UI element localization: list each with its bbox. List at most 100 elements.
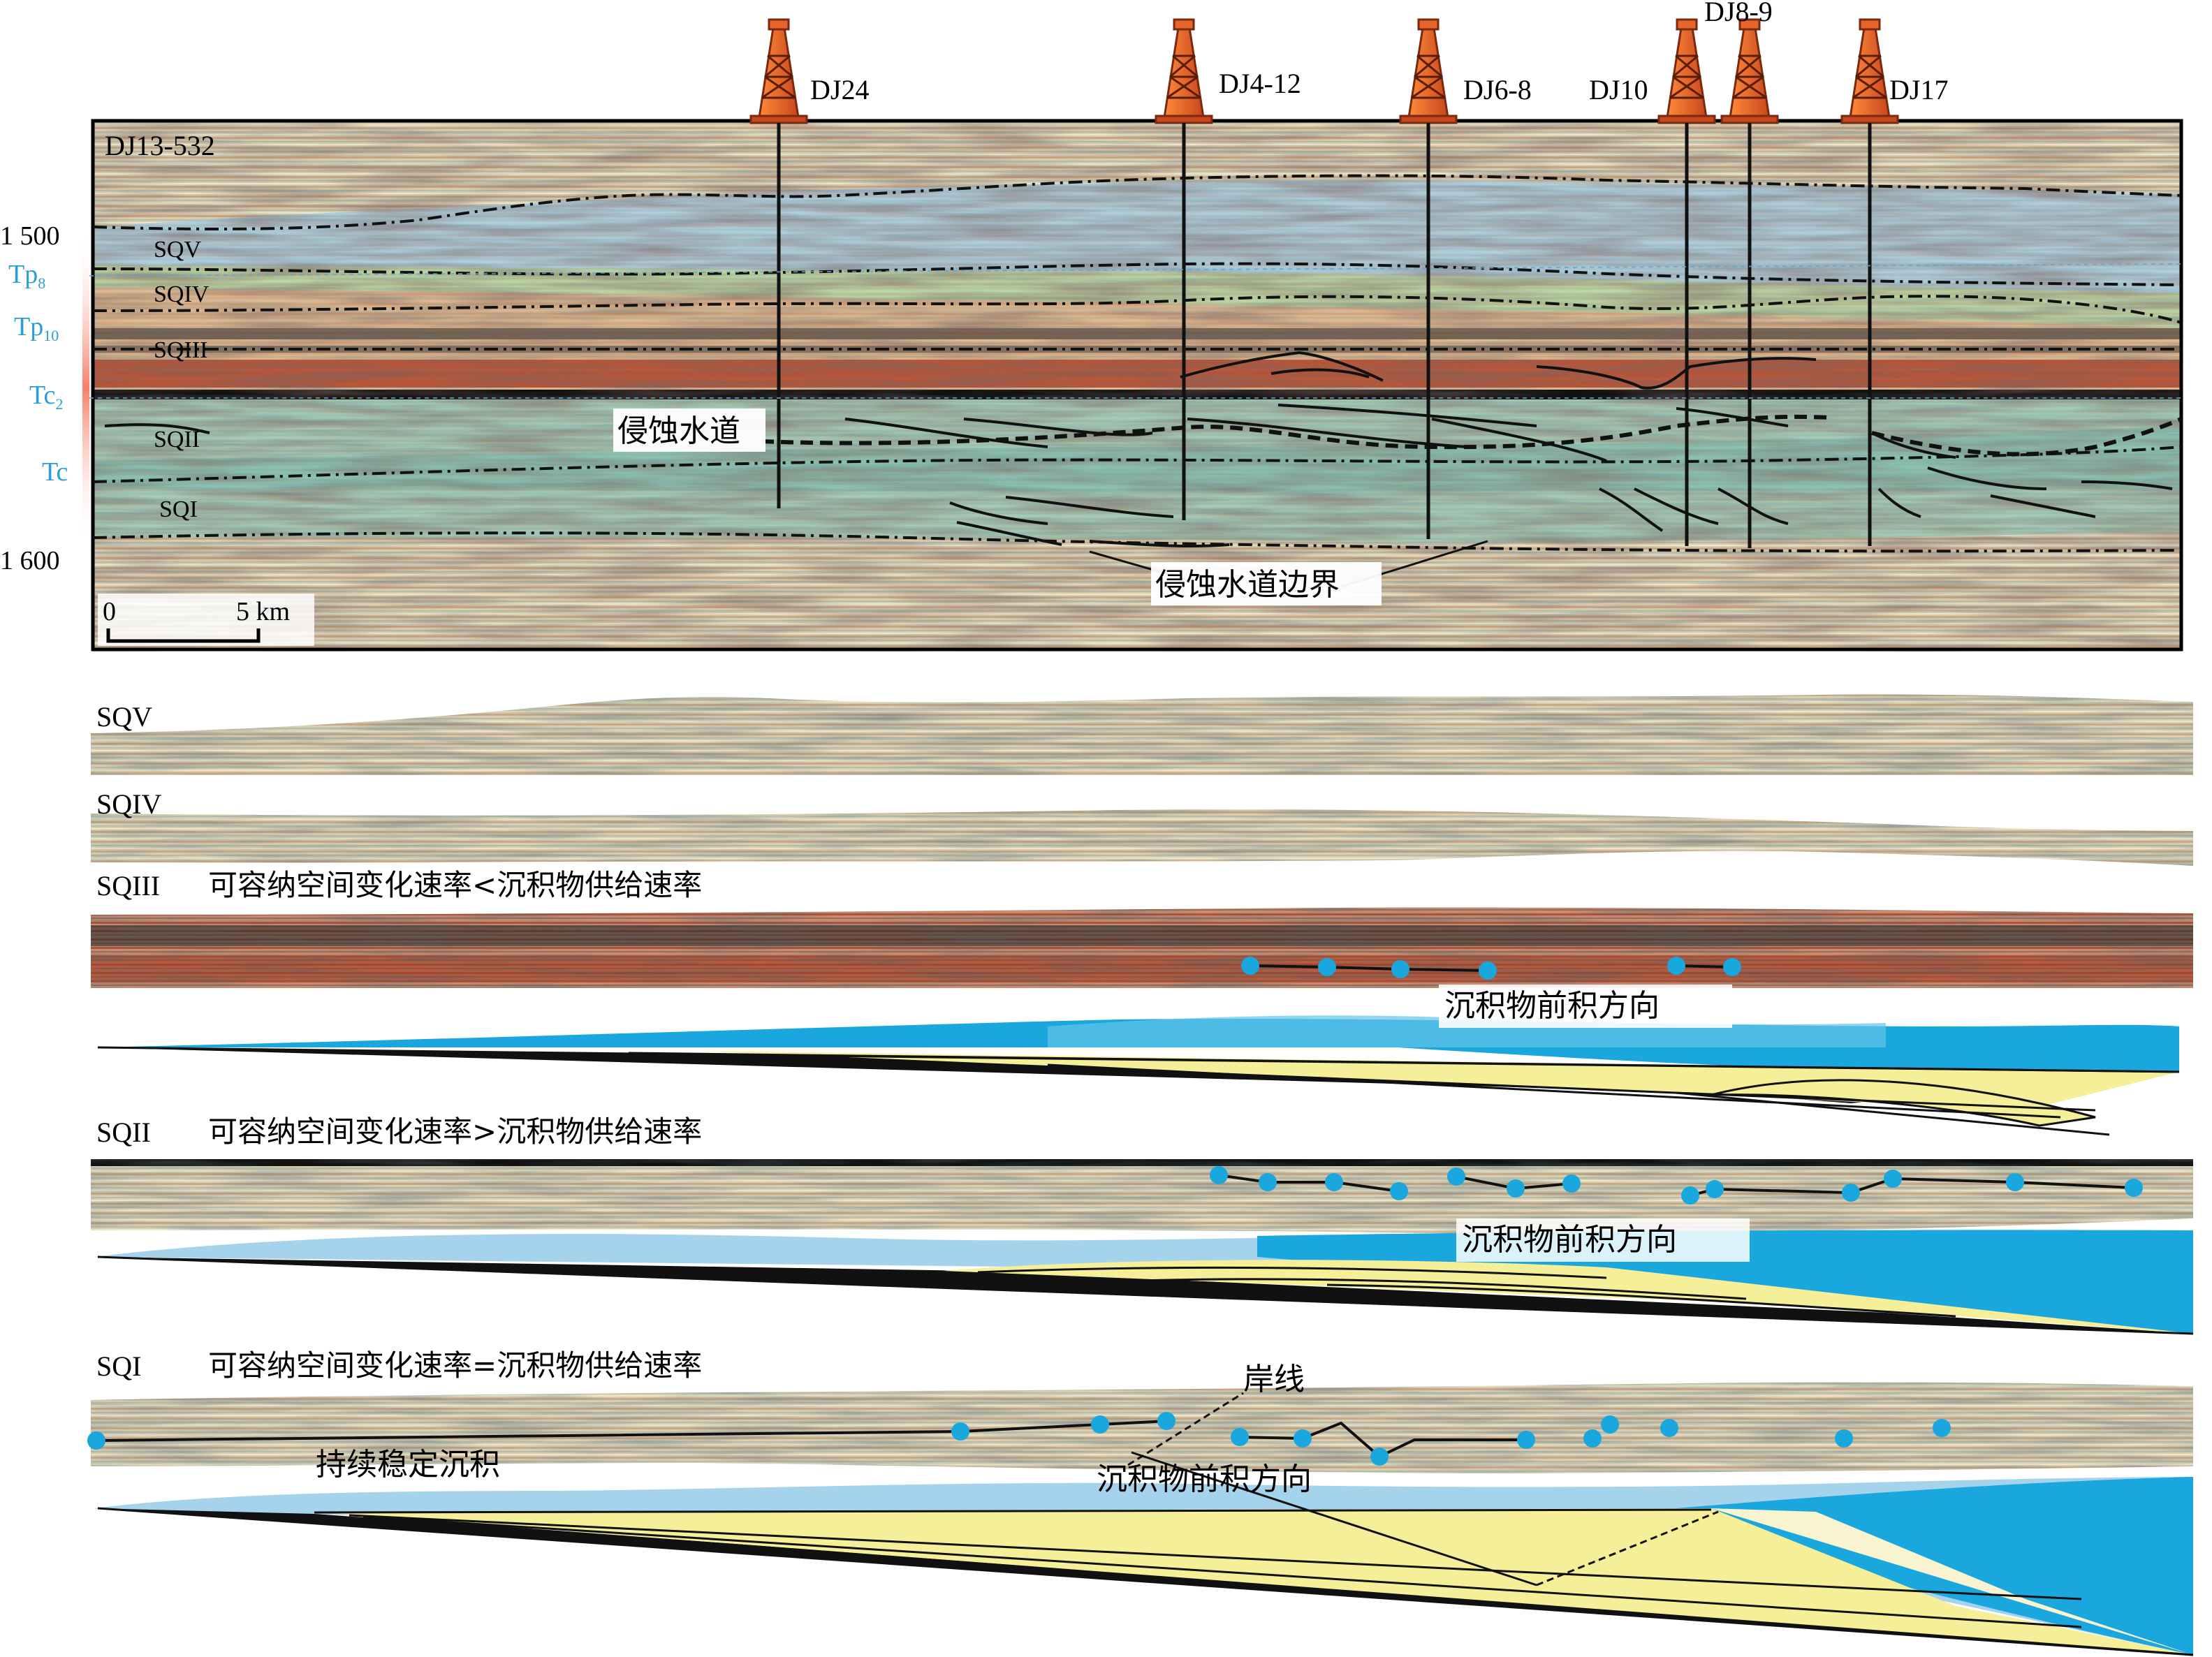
trajectory-point bbox=[1507, 1179, 1525, 1198]
trajectory-point bbox=[951, 1422, 969, 1441]
well-dj10: DJ10 bbox=[1589, 18, 1716, 546]
well-label: DJ17 bbox=[1889, 74, 1948, 105]
trajectory-point bbox=[1884, 1170, 1902, 1188]
horizon-label-tc: Tc bbox=[42, 457, 68, 487]
well-label: DJ24 bbox=[810, 74, 869, 105]
trajectory-point bbox=[1933, 1419, 1951, 1437]
strip-label-sqiii: SQIII bbox=[96, 870, 160, 901]
strip-label-sqi: SQI bbox=[96, 1350, 141, 1382]
well-dj24: DJ24 bbox=[749, 18, 869, 508]
trajectory-point bbox=[1583, 1429, 1602, 1448]
seq-label-sqiii: SQIII bbox=[154, 337, 207, 363]
trajectory-point bbox=[1706, 1180, 1724, 1198]
horizon-label-tc2: Tc2 bbox=[29, 381, 63, 413]
trajectory-point bbox=[1231, 1428, 1249, 1446]
strip-sqiii: SQIII 可容纳空间变化速率<沉积物供给速率 bbox=[91, 868, 2193, 988]
trajectory-point bbox=[1667, 957, 1685, 975]
strip-label-sqii: SQII bbox=[96, 1117, 151, 1148]
strip-sqiv: SQIV bbox=[91, 788, 2193, 866]
trajectory-point bbox=[1391, 960, 1409, 978]
trajectory-line bbox=[1676, 964, 1733, 969]
channel-dashed-line bbox=[761, 414, 2183, 457]
shoreline-label: 岸线 bbox=[1243, 1362, 1305, 1397]
trajectory-line bbox=[1218, 1174, 1400, 1193]
well-label: DJ4-12 bbox=[1219, 68, 1301, 99]
trajectory-point bbox=[1318, 958, 1336, 976]
trajectory-point bbox=[1294, 1429, 1312, 1448]
well-label: DJ6-8 bbox=[1463, 74, 1532, 105]
trajectory-point bbox=[1157, 1412, 1175, 1430]
section-id: DJ13-532 bbox=[105, 130, 215, 161]
wedge-sqii: 沉积物前积方向 bbox=[94, 1218, 2194, 1335]
rig-icon bbox=[1849, 27, 1891, 119]
trajectory-point bbox=[1660, 1419, 1678, 1437]
trajectory-point bbox=[1842, 1184, 1860, 1202]
section-labels: DJ13-532 SQV SQIV SQIII SQII SQI 侵蚀水道 侵蚀… bbox=[98, 130, 1382, 646]
strip-sqi: SQI 可容纳空间变化速率=沉积物供给速率 bbox=[91, 1348, 2193, 1473]
trajectory-point bbox=[1325, 1173, 1343, 1191]
caption-sqiii: 可容纳空间变化速率<沉积物供给速率 bbox=[208, 868, 702, 902]
scale-km: 5 km bbox=[236, 597, 290, 626]
trajectory-line bbox=[1239, 1421, 1526, 1459]
seq-label-sqi: SQI bbox=[159, 496, 198, 522]
rig-icon bbox=[1407, 27, 1449, 119]
caption-sqi: 可容纳空间变化速率=沉积物供给速率 bbox=[208, 1348, 702, 1383]
wedge-sqiii: 沉积物前积方向 bbox=[94, 985, 2180, 1136]
scale-bar bbox=[106, 628, 261, 643]
well-dj8-9: DJ8-9 bbox=[1704, 0, 1779, 548]
direction-label-sqi: 沉积物前积方向 bbox=[1097, 1461, 1312, 1497]
strip-label-sqv: SQV bbox=[96, 701, 152, 732]
caption-sqii: 可容纳空间变化速率>沉积物供给速率 bbox=[208, 1114, 702, 1149]
depth-label-1600: 1 600 bbox=[0, 546, 60, 575]
trajectory-point bbox=[1091, 1415, 1109, 1434]
trajectory-point bbox=[1210, 1166, 1228, 1184]
trajectory-point bbox=[2125, 1179, 2143, 1197]
trajectory-point bbox=[87, 1431, 105, 1450]
sqi-labels: 岸线 持续稳定沉积 沉积物前积方向 bbox=[316, 1362, 1719, 1586]
section-frame bbox=[91, 119, 2183, 651]
trajectory-point bbox=[1835, 1429, 1853, 1448]
seq-label-sqv: SQV bbox=[154, 237, 201, 263]
well-label: DJ8-9 bbox=[1704, 0, 1773, 27]
trajectory-lines bbox=[87, 957, 2143, 1466]
stable-deposition-label: 持续稳定沉积 bbox=[316, 1447, 500, 1482]
rig-icon bbox=[1666, 27, 1708, 119]
left-axis: 1 500 1 600 Tp8 Tp10 Tc2 Tc bbox=[0, 221, 2182, 575]
trajectory-line bbox=[1099, 1420, 1167, 1426]
horizon-label-tp8: Tp8 bbox=[8, 260, 45, 292]
rig-icon bbox=[758, 27, 800, 119]
channel-label: 侵蚀水道 bbox=[617, 413, 740, 449]
channel-boundary-label: 侵蚀水道边界 bbox=[1155, 567, 1340, 603]
trajectory-point bbox=[1479, 962, 1497, 980]
strip-label-sqiv: SQIV bbox=[96, 788, 161, 820]
trajectory-point bbox=[1562, 1174, 1581, 1193]
trajectory-point bbox=[1390, 1182, 1408, 1200]
well-dj17: DJ17 bbox=[1840, 18, 1948, 546]
channel-boundary-lines bbox=[104, 351, 2173, 548]
rig-icon bbox=[1163, 27, 1205, 119]
trajectory-point bbox=[1259, 1173, 1277, 1191]
depth-label-1500: 1 500 bbox=[0, 221, 60, 251]
direction-label-sqii: 沉积物前积方向 bbox=[1462, 1222, 1677, 1258]
horizon-label-tp10: Tp10 bbox=[14, 312, 59, 344]
trajectory-point bbox=[1370, 1448, 1389, 1466]
trajectory-point bbox=[2006, 1173, 2024, 1191]
wedge-sqi bbox=[94, 1477, 2194, 1656]
direction-label-sqiii: 沉积物前积方向 bbox=[1444, 988, 1660, 1024]
trajectory-point bbox=[1517, 1431, 1535, 1449]
trajectory-point bbox=[1241, 957, 1259, 975]
well-label: DJ10 bbox=[1589, 74, 1648, 105]
rig-icon bbox=[1729, 27, 1771, 119]
strip-sqv: SQV bbox=[91, 694, 2193, 775]
strip-sqii: SQII 可容纳空间变化速率>沉积物供给速率 bbox=[91, 1114, 2193, 1234]
trajectory-point bbox=[1447, 1168, 1465, 1186]
trajectory-point bbox=[1681, 1186, 1699, 1205]
trajectory-line bbox=[1250, 964, 1488, 972]
trajectory-point bbox=[1601, 1415, 1619, 1434]
scale-zero: 0 bbox=[103, 597, 116, 626]
well-dj4-12: DJ4-12 bbox=[1155, 18, 1301, 520]
seq-label-sqii: SQII bbox=[154, 427, 200, 452]
